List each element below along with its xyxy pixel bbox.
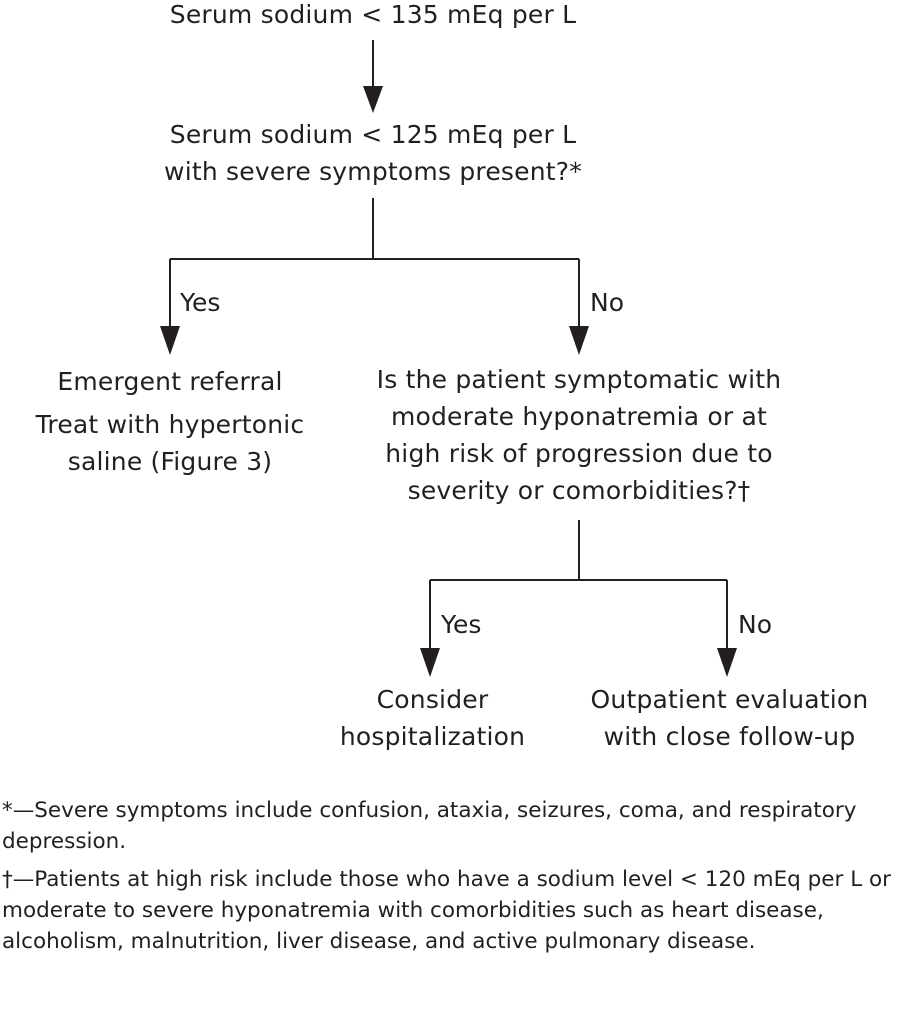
- arrowhead-to-question1: [363, 86, 383, 113]
- yes1-label: Yes: [180, 288, 221, 317]
- arrowhead-to-emergent: [160, 326, 180, 355]
- footnote-severe-symptoms: *—Severe symptoms include confusion, ata…: [2, 798, 857, 854]
- question1-line-1: Serum sodium < 125 mEq per L: [169, 120, 577, 149]
- hospitalization-line-2: hospitalization: [339, 722, 526, 751]
- emergent-line-3: saline (Figure 3): [67, 447, 273, 476]
- arrowhead-to-outpatient: [717, 648, 737, 677]
- question1-node: Serum sodium < 125 mEq per L with severe…: [123, 116, 623, 190]
- emergent-line-1: Emergent referral: [57, 367, 283, 396]
- question2-line-3: high risk of progression due to: [385, 439, 773, 468]
- hospitalization-line-1: Consider: [376, 685, 489, 714]
- outpatient-node: Outpatient evaluation with close follow-…: [572, 681, 887, 755]
- question2-line-2: moderate hyponatremia or at: [390, 402, 768, 431]
- question1-line-2: with severe symptoms present?*: [164, 157, 582, 186]
- yes2-label: Yes: [441, 610, 482, 639]
- question2-line-4: severity or comorbidities?†: [407, 476, 751, 505]
- outpatient-line-2: with close follow-up: [603, 722, 856, 751]
- arrowhead-to-question2: [569, 326, 589, 355]
- start-node-text: Serum sodium < 135 mEq per L: [169, 0, 577, 29]
- footnotes: *—Severe symptoms include confusion, ata…: [2, 795, 899, 957]
- hospitalization-node: Consider hospitalization: [320, 681, 545, 755]
- no1-label: No: [590, 288, 624, 317]
- question2-line-1: Is the patient symptomatic with: [376, 365, 782, 394]
- no2-label: No: [738, 610, 772, 639]
- question2-node: Is the patient symptomatic with moderate…: [354, 361, 804, 509]
- start-node: Serum sodium < 135 mEq per L: [123, 0, 623, 33]
- footnote-high-risk: †—Patients at high risk include those wh…: [2, 867, 892, 954]
- outpatient-line-1: Outpatient evaluation: [590, 685, 869, 714]
- emergent-referral-node: Emergent referral Treat with hypertonic …: [10, 361, 330, 480]
- emergent-line-2: Treat with hypertonic: [35, 410, 305, 439]
- arrowhead-to-hospitalization: [420, 648, 440, 677]
